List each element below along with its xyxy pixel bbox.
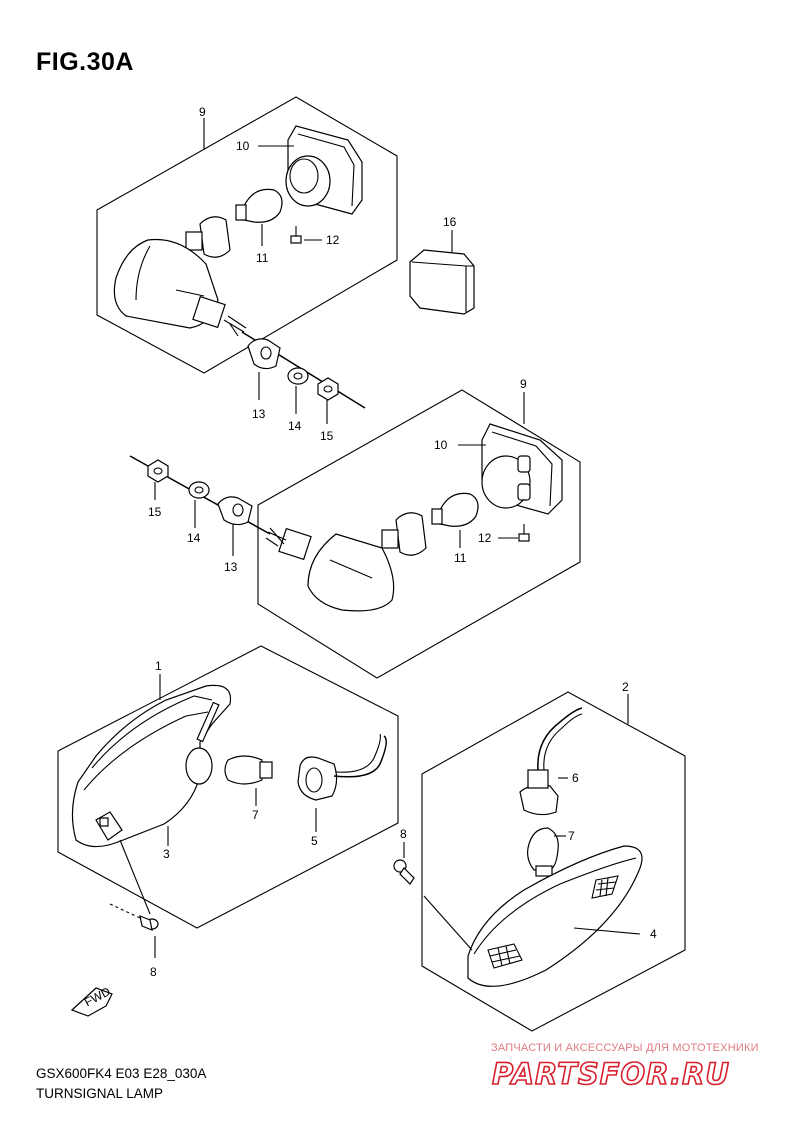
lens-part-10-upper bbox=[285, 125, 363, 215]
figure-title: FIG.30A bbox=[36, 48, 134, 76]
washer-part-14-upper bbox=[287, 367, 309, 385]
bulb-part-7-right bbox=[527, 827, 566, 877]
callout-14-upper: 14 bbox=[288, 419, 302, 433]
turn-signal-assembly-lower bbox=[129, 389, 581, 679]
screw-part-8-right bbox=[393, 842, 415, 885]
callout-labels: 9 10 11 12 13 14 15 16 9 10 11 12 13 14 … bbox=[148, 105, 657, 979]
callout-5: 5 bbox=[311, 834, 318, 848]
callout-9-lower: 9 bbox=[520, 377, 527, 391]
callout-7-right: 7 bbox=[568, 829, 575, 843]
callout-14-lower: 14 bbox=[187, 531, 201, 545]
washer-part-14-lower bbox=[188, 481, 210, 499]
callout-9-upper: 9 bbox=[199, 105, 206, 119]
callout-12-upper: 12 bbox=[326, 233, 340, 247]
bulb-part-11-upper bbox=[235, 188, 283, 223]
callout-15-lower: 15 bbox=[148, 505, 162, 519]
reflector-pattern-upper bbox=[591, 875, 619, 899]
screw-part-12-upper bbox=[290, 226, 302, 244]
rear-turn-signal-assembly-2 bbox=[421, 691, 686, 1032]
lens-part-10-lower bbox=[481, 423, 563, 515]
callout-16: 16 bbox=[443, 215, 457, 229]
screw-part-12-lower bbox=[518, 524, 530, 542]
callout-8-left: 8 bbox=[150, 965, 157, 979]
watermark-tagline: ЗАПЧАСТИ И АКСЕССУАРЫ ДЛЯ МОТОТЕХНИКИ bbox=[491, 1042, 759, 1054]
assembly-outline-lower bbox=[257, 389, 581, 679]
diagram-name: TURNSIGNAL LAMP bbox=[36, 1086, 164, 1101]
socket-upper bbox=[185, 216, 231, 258]
assembly-outline-2 bbox=[421, 691, 686, 1032]
callout-7-rear: 7 bbox=[252, 808, 259, 822]
callout-1: 1 bbox=[155, 659, 162, 673]
callout-11-lower: 11 bbox=[454, 551, 467, 565]
forward-direction-badge: FWD bbox=[70, 984, 113, 1017]
callout-15-upper: 15 bbox=[320, 429, 334, 443]
callout-11-upper: 11 bbox=[256, 251, 269, 265]
assembly-outline-1 bbox=[57, 645, 399, 929]
callout-10-lower: 10 bbox=[434, 438, 448, 452]
bulb-part-11-lower bbox=[431, 492, 479, 527]
callout-8-right: 8 bbox=[400, 827, 407, 841]
callout-13-upper: 13 bbox=[252, 407, 266, 421]
screw-part-8-left bbox=[109, 903, 159, 958]
callout-13-lower: 13 bbox=[224, 560, 238, 574]
grommet-part-13-upper bbox=[247, 338, 281, 370]
callout-10-upper: 10 bbox=[236, 139, 250, 153]
assembly-outline-upper bbox=[96, 96, 398, 374]
nut-part-15-upper bbox=[317, 377, 339, 401]
socket-part-5 bbox=[297, 733, 387, 801]
callout-2: 2 bbox=[622, 680, 629, 694]
bulb-part-7-rear bbox=[224, 755, 273, 785]
housing-part-3 bbox=[71, 684, 232, 848]
callout-3: 3 bbox=[163, 847, 170, 861]
watermark-brand-logo: PARTSFOR.RU bbox=[491, 1056, 730, 1092]
callout-12-lower: 12 bbox=[478, 531, 492, 545]
rear-turn-signal-assembly-1 bbox=[57, 645, 399, 929]
turn-signal-assembly-upper bbox=[96, 96, 398, 424]
model-code: GSX600FK4 E03 E28_030A bbox=[36, 1066, 207, 1081]
nut-part-15-lower bbox=[147, 459, 169, 483]
watermark-brand-text: PARTSFOR.RU bbox=[492, 1057, 730, 1091]
socket-part-6 bbox=[519, 707, 583, 816]
callout-4: 4 bbox=[650, 927, 657, 941]
lens-part-4 bbox=[467, 845, 643, 987]
cap-part-16 bbox=[409, 230, 475, 315]
housing-lower bbox=[265, 527, 395, 612]
reflector-pattern-lower bbox=[487, 943, 523, 969]
grommet-part-13-lower bbox=[217, 496, 253, 526]
socket-lower bbox=[381, 512, 427, 556]
housing-upper bbox=[113, 238, 247, 337]
callout-6: 6 bbox=[572, 771, 579, 785]
